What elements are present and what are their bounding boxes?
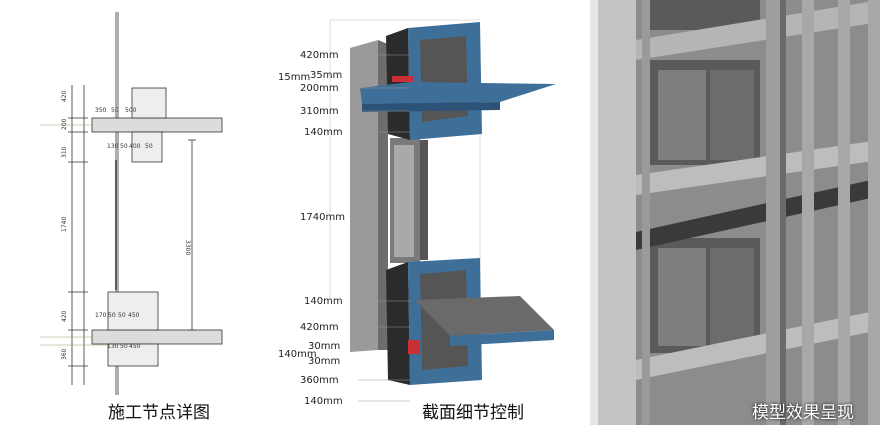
- section-dim-4: 200mm: [300, 83, 339, 94]
- section-detail-drawing: 420mm 15mm 35mm 200mm 310mm 140mm 1740mm…: [278, 19, 556, 407]
- section-dim-5: 310mm: [300, 106, 339, 117]
- dim-base-3: 450: [129, 343, 141, 350]
- section-detail-panel: 420mm 15mm 35mm 200mm 310mm 140mm 1740mm…: [270, 0, 590, 425]
- section-dim-10: 30mm: [308, 341, 340, 352]
- section-dim-1: 420mm: [300, 50, 339, 61]
- caption-model-render: 模型效果呈现: [752, 403, 854, 423]
- section-dim-3: 35mm: [310, 70, 342, 81]
- caption-construction-detail: 施工节点详图: [108, 403, 210, 423]
- dim-left-1: 420: [61, 90, 68, 102]
- dim-left-4: 1740: [61, 217, 68, 232]
- dim-top-3: 500: [125, 107, 137, 114]
- section-dim-6: 140mm: [304, 127, 343, 138]
- dim-low-3: 50: [118, 312, 126, 319]
- dim-mid-1: 130: [107, 143, 119, 150]
- dim-top-2: 50: [111, 107, 119, 114]
- dim-top-1: 350: [95, 107, 107, 114]
- section-dim-14: 140mm: [304, 396, 343, 407]
- dim-left-5: 420: [61, 310, 68, 322]
- section-dim-9: 420mm: [300, 322, 339, 333]
- section-dim-12: 30mm: [308, 356, 340, 367]
- dim-left-6: 360: [61, 348, 68, 360]
- dim-base-2: 50: [120, 343, 128, 350]
- section-dim-7: 1740mm: [300, 212, 345, 223]
- dim-left-3: 310: [61, 146, 68, 158]
- dim-total-height: 3300: [184, 240, 191, 255]
- section-dim-11: 140mm: [278, 349, 317, 360]
- construction-detail-drawing: 350 50 500 130 50 400 50 170 50 50 450 1…: [40, 12, 223, 395]
- dim-low-4: 450: [128, 312, 140, 319]
- dim-mid-2: 50: [120, 143, 128, 150]
- construction-detail-panel: 350 50 500 130 50 400 50 170 50 50 450 1…: [0, 0, 270, 425]
- dim-low-2: 50: [108, 312, 116, 319]
- facade-render: [590, 0, 880, 425]
- caption-section-detail: 截面细节控制: [422, 403, 524, 423]
- section-dim-13: 360mm: [300, 375, 339, 386]
- dim-mid-4: 50: [145, 143, 153, 150]
- section-dim-2: 15mm: [278, 72, 310, 83]
- dim-left-2: 200: [61, 118, 68, 130]
- model-render-panel: 模型效果呈现: [590, 0, 880, 425]
- dim-mid-3: 400: [129, 143, 141, 150]
- section-dim-8: 140mm: [304, 296, 343, 307]
- dim-low-1: 170: [95, 312, 107, 319]
- dim-base-1: 130: [107, 343, 119, 350]
